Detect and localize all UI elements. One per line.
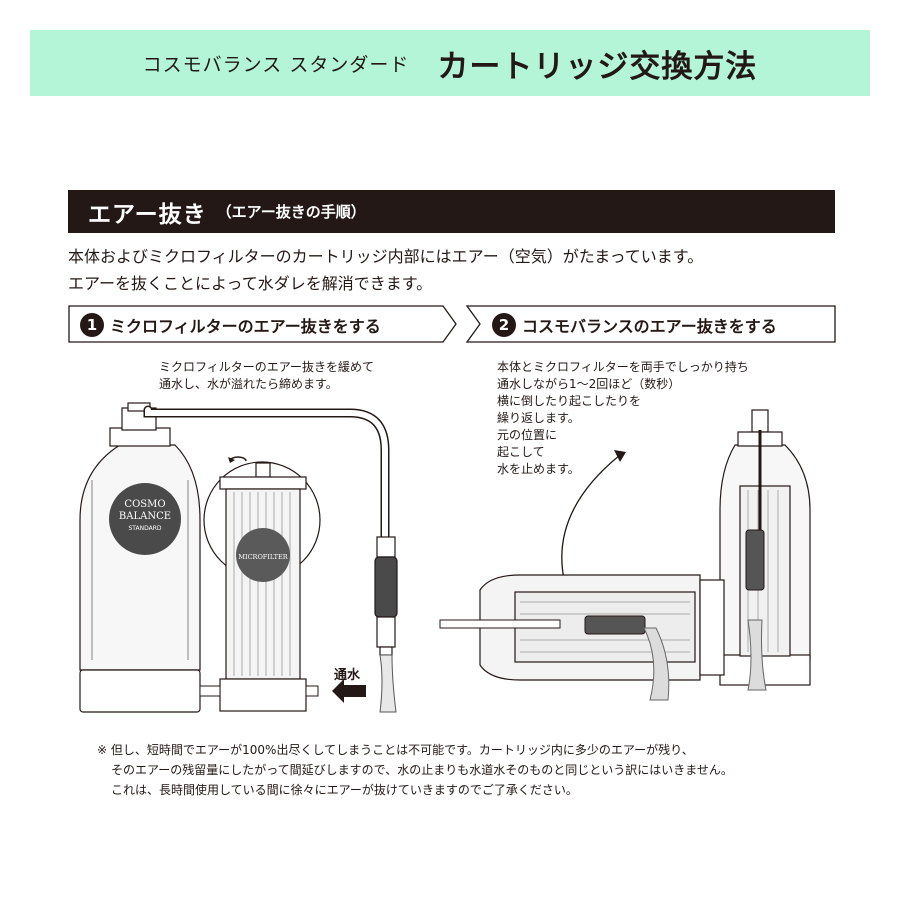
footnote-line-1: ※ 但し、短時間でエアーが100%出尽くしてしまうことは不可能です。カートリッジ… (97, 743, 694, 757)
step-2-box-outline (465, 305, 836, 343)
step-2-caption-line-7: 水を止めます。 (497, 462, 580, 476)
micro-filter-illustration (219, 462, 307, 712)
section-title: エアー抜き (88, 201, 207, 228)
step-1-header: 1 ミクロフィルターのエアー抜きをする (70, 307, 442, 342)
step-1-box-outline (68, 305, 457, 343)
step-2-caption-line-1: 本体とミクロフィルターを両手でしっかり持ち (497, 360, 749, 374)
step-2-caption-line-5: 元の位置に (497, 428, 558, 442)
footnote-line-3: これは、長時間使用している間に徐々にエアーが抜けていきますのでご了承ください。 (111, 783, 578, 797)
emblem-text-line-2: BALANCE (119, 511, 171, 522)
inlet-arrow-icon (332, 679, 366, 703)
footnotes: ※ 但し、短時間でエアーが100%出尽くしてしまうことは不可能です。カートリッジ… (97, 740, 733, 800)
hose-inner (145, 407, 388, 543)
emblem-text-line-1: COSMO (124, 499, 165, 510)
step-1-title: ミクロフィルターのエアー抜きをする (110, 316, 381, 336)
step-1-number: 1 (80, 312, 104, 337)
step-2-number: 2 (492, 312, 516, 337)
step-1-caption-line-1: ミクロフィルターのエアー抜きを緩めて (159, 360, 375, 374)
step-1-caption: ミクロフィルターのエアー抜きを緩めて 通水し、水が溢れたら締めます。 (159, 359, 374, 393)
step-2-caption: 本体とミクロフィルターを両手でしっかり持ち 通水しながら1～2回ほど（数秒） 横… (497, 359, 749, 478)
intro-text: 本体およびミクロフィルターのカートリッジ内部にはエアー（空気）がたまっています。… (68, 243, 703, 297)
section-subtitle: （エアー抜きの手順） (216, 203, 366, 221)
step-1-caption-line-2: 通水し、水が溢れたら締めます。 (159, 377, 338, 391)
tilted-water-stream (643, 627, 670, 701)
micro-filter-emblem (236, 528, 290, 582)
step-2-caption-line-2: 通水しながら1～2回ほど（数秒） (497, 377, 681, 391)
connector-fitting (199, 685, 221, 697)
tilted-hose (439, 619, 561, 629)
section-header: エアー抜き （エアー抜きの手順） (68, 190, 835, 233)
intro-line-2: エアーを抜くことによって水ダレを解消できます。 (68, 274, 433, 293)
main-body-illustration (79, 402, 201, 713)
emblem-text-line-3: STANDARD (128, 525, 161, 532)
step-2-title: コスモバランスのエアー抜きをする (522, 316, 777, 336)
page-title: カートリッジ交換方法 (437, 48, 758, 85)
step-2-caption-line-4: 繰り返します。 (497, 411, 580, 425)
water-flow-label: 通水 (334, 668, 361, 683)
inlet-fitting (305, 685, 319, 697)
step-2-caption-line-3: 横に倒したり起こしたりを (497, 394, 642, 408)
micro-filter-label: MICROFILTER (238, 553, 288, 561)
step-2-header: 2 コスモバランスのエアー抜きをする (482, 307, 832, 342)
cosmo-balance-emblem (109, 483, 181, 555)
step-2-caption-line-6: 起こして (497, 445, 545, 459)
upright-nozzle (745, 529, 765, 591)
intro-line-1: 本体およびミクロフィルターのカートリッジ内部にはエアー（空気）がたまっています。 (68, 247, 704, 266)
tilted-nozzle (584, 615, 646, 635)
product-subtitle: コスモバランス スタンダード (142, 53, 410, 76)
title-band: コスモバランス スタンダード カートリッジ交換方法 (30, 30, 870, 96)
footnote-line-2: そのエアーの残留量にしたがって間延びしますので、水の止まりも水道水そのものと同じ… (111, 763, 733, 777)
filter-pleats (233, 492, 291, 676)
shower-nozzle (374, 536, 398, 656)
water-stream (379, 654, 397, 713)
